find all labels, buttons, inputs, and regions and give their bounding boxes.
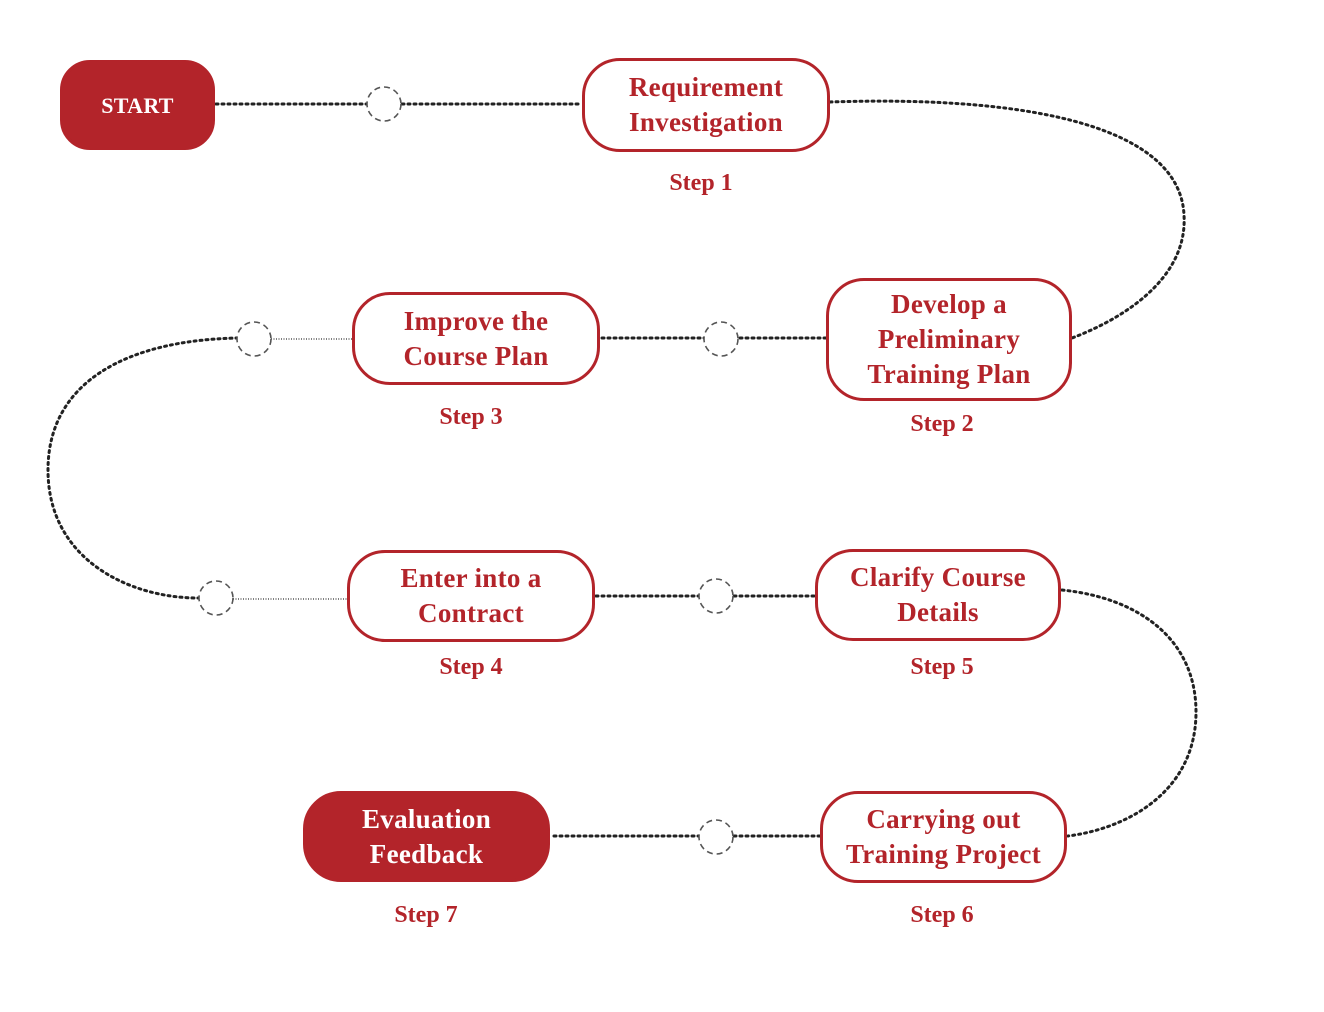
step3-label: Improve the Course Plan	[403, 305, 549, 371]
connector-step5-step6	[1060, 588, 1198, 838]
step3-caption: Step 3	[439, 404, 503, 430]
start-label: START	[101, 92, 174, 118]
step3-node: Improve the Course Plan	[352, 292, 600, 385]
connector-marker-2	[703, 321, 739, 357]
start-node: START	[60, 60, 215, 150]
step7-node: Evaluation Feedback	[303, 791, 550, 882]
step5-node: Clarify Course Details	[815, 549, 1061, 641]
step1-node: Requirement Investigation	[582, 58, 830, 152]
step1-caption: Step 1	[669, 170, 733, 196]
step6-label: Carrying out Training Project	[845, 804, 1041, 869]
connector-step3-step4	[46, 336, 240, 600]
step4-node: Enter into a Contract	[347, 550, 595, 642]
step4-caption: Step 4	[439, 654, 503, 680]
step7-caption: Step 7	[394, 902, 458, 928]
step7-label: Evaluation Feedback	[361, 803, 492, 869]
step2-node: Develop a Preliminary Training Plan	[826, 278, 1072, 401]
connector-marker-6	[698, 819, 734, 855]
step1-label: Requirement Investigation	[628, 72, 784, 137]
connector-marker-1	[366, 86, 402, 122]
step4-label: Enter into a Contract	[400, 563, 542, 628]
step6-caption: Step 6	[910, 902, 974, 928]
step6-node: Carrying out Training Project	[820, 791, 1067, 883]
connector-marker-4	[198, 580, 234, 616]
step2-label: Develop a Preliminary Training Plan	[867, 289, 1031, 389]
connector-marker-5	[698, 578, 734, 614]
step5-caption: Step 5	[910, 654, 974, 680]
step2-caption: Step 2	[910, 411, 974, 437]
connector-step1-step2	[828, 99, 1186, 340]
connector-marker-3	[236, 321, 272, 357]
step5-label: Clarify Course Details	[850, 562, 1026, 627]
